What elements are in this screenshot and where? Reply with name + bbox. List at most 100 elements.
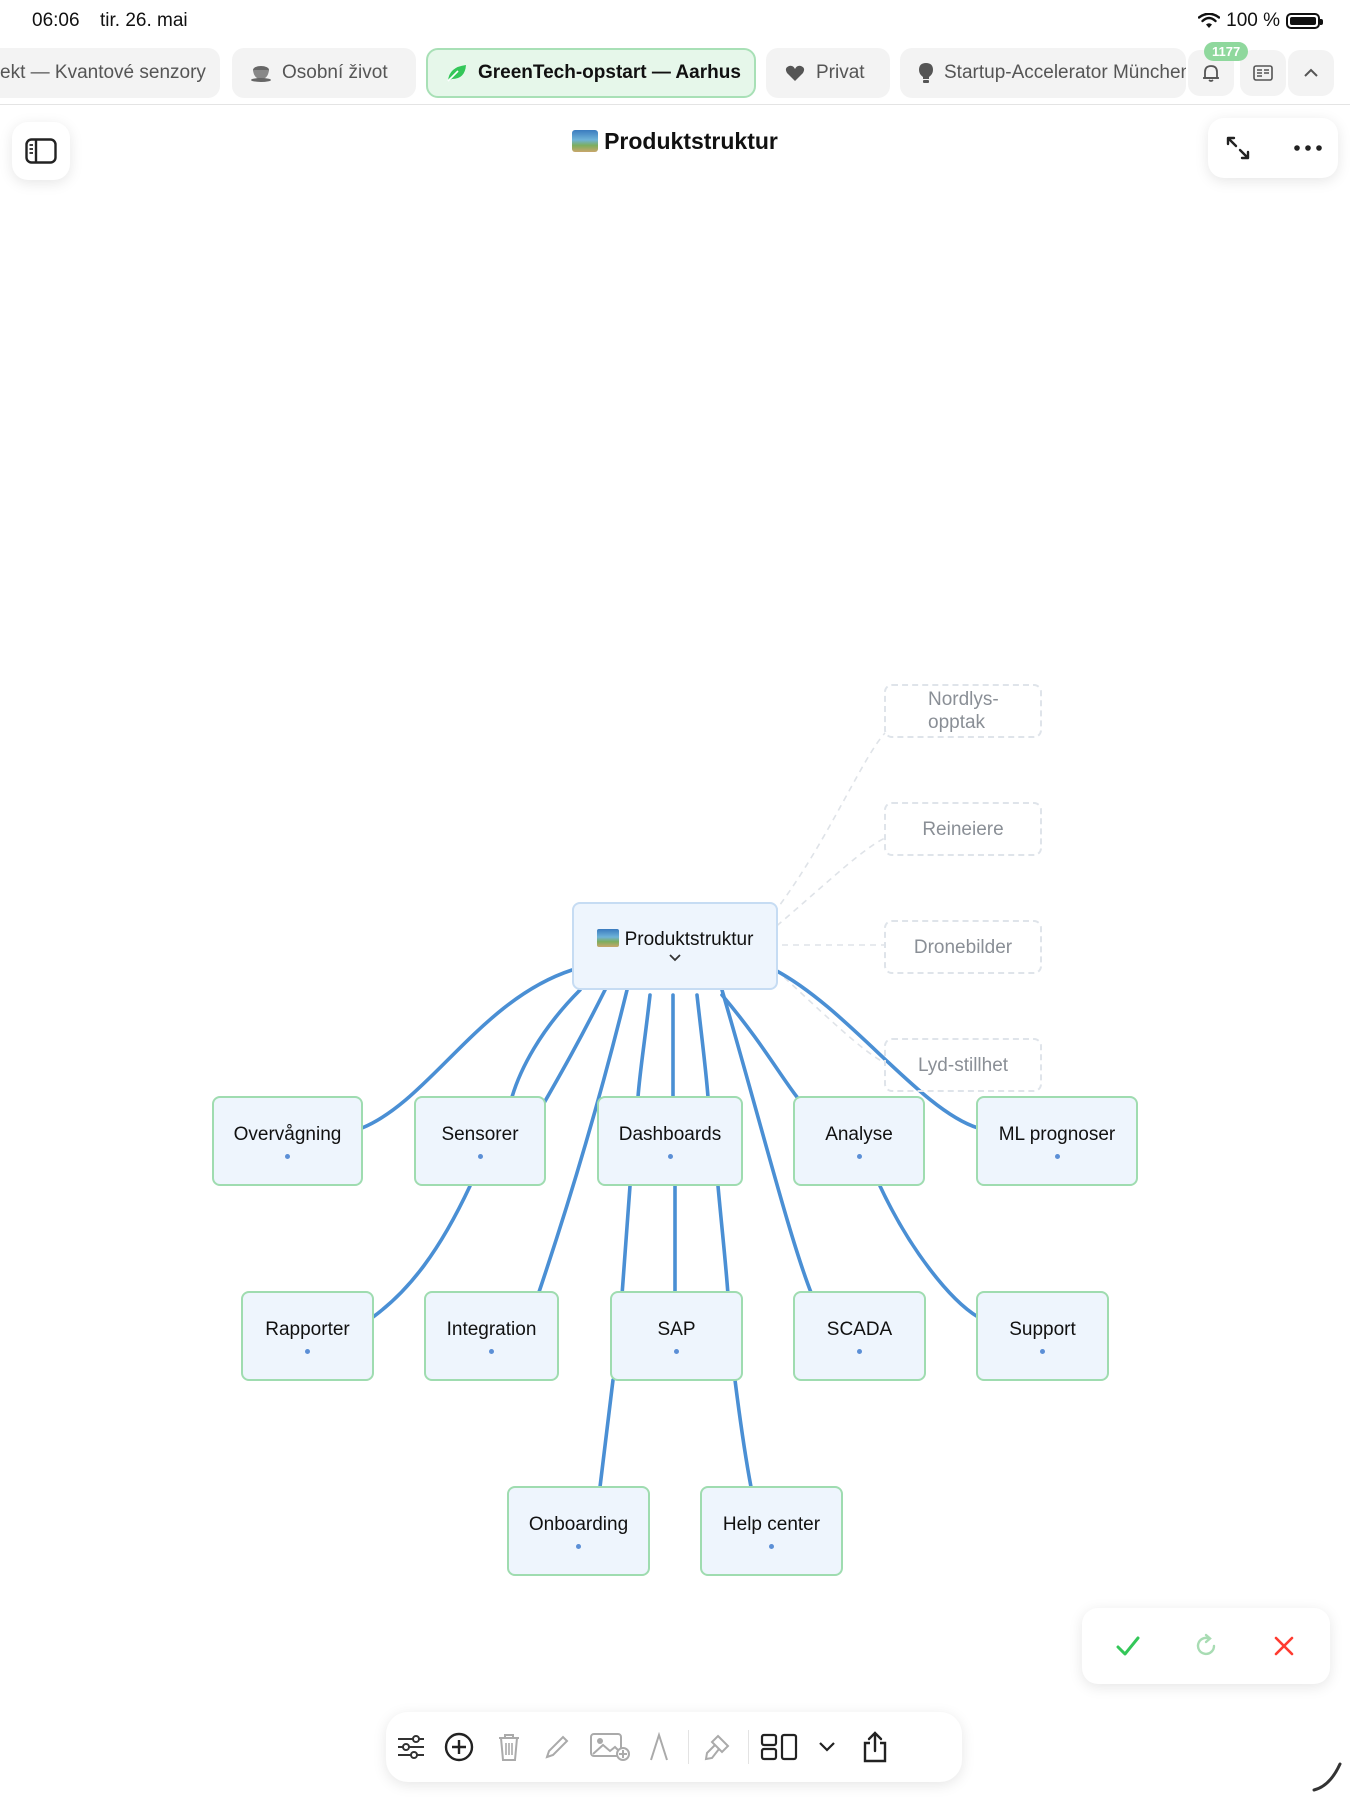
resize-handle-icon[interactable] bbox=[1310, 1760, 1344, 1794]
node-handle[interactable] bbox=[305, 1348, 310, 1354]
ghost-node-label: Lyd-stillhet bbox=[917, 1054, 1009, 1076]
lightbulb-icon bbox=[918, 62, 934, 84]
node-label: Onboarding bbox=[528, 1513, 629, 1535]
node-ml-prognoser[interactable]: ML prognoser bbox=[976, 1096, 1138, 1186]
node-overvagning[interactable]: Overvågning bbox=[212, 1096, 363, 1186]
refresh-icon bbox=[1196, 1633, 1216, 1656]
ghost-node-label: Nordlys- opptak bbox=[928, 689, 999, 733]
checkmark-icon bbox=[1116, 1636, 1140, 1656]
status-bar: 06:06 tir. 26. mai 100 % bbox=[0, 0, 1350, 42]
tab-osobni-zivot[interactable]: Osobní život bbox=[232, 48, 416, 98]
share-button[interactable] bbox=[858, 1730, 892, 1764]
suggestion-actions bbox=[1082, 1608, 1330, 1684]
reader-button[interactable] bbox=[1240, 50, 1286, 96]
map-emoji-icon bbox=[572, 130, 599, 152]
node-handle[interactable] bbox=[477, 1153, 483, 1159]
plus-circle-icon bbox=[444, 1732, 474, 1762]
ghost-node-reineiere[interactable]: Reineiere bbox=[884, 802, 1042, 856]
node-handle[interactable] bbox=[769, 1543, 774, 1549]
regenerate-button[interactable] bbox=[1190, 1630, 1222, 1662]
ghost-node-nordlys[interactable]: Nordlys- opptak bbox=[884, 684, 1042, 738]
tab-kvantove-senzory[interactable]: ekt — Kvantové senzory bbox=[0, 48, 220, 98]
ghost-node-lyd-stillhet[interactable]: Lyd-stillhet bbox=[884, 1038, 1042, 1092]
reader-icon bbox=[1253, 65, 1273, 81]
tab-label: ekt — Kvantové senzory bbox=[0, 62, 206, 83]
node-label: Help center bbox=[722, 1513, 821, 1535]
node-handle[interactable] bbox=[856, 1153, 862, 1159]
delete-button[interactable] bbox=[492, 1730, 526, 1764]
node-onboarding[interactable]: Onboarding bbox=[507, 1486, 650, 1576]
node-label: Sensorer bbox=[441, 1123, 519, 1145]
node-handle[interactable] bbox=[667, 1153, 673, 1159]
tab-privat[interactable]: Privat bbox=[766, 48, 890, 98]
tab-startup-accelerator[interactable]: Startup-Accelerator München bbox=[900, 48, 1186, 98]
status-time: 06:06 bbox=[32, 10, 80, 31]
node-rapporter[interactable]: Rapporter bbox=[241, 1291, 374, 1381]
collapse-tabs-button[interactable] bbox=[1288, 50, 1334, 96]
status-right: 100 % bbox=[1198, 10, 1323, 32]
tab-label: Startup-Accelerator München bbox=[944, 62, 1186, 83]
node-label: SCADA bbox=[826, 1318, 893, 1340]
battery-icon bbox=[1286, 13, 1323, 29]
node-handle[interactable] bbox=[1054, 1153, 1060, 1159]
more-icon bbox=[1294, 145, 1322, 151]
node-dashboards[interactable]: Dashboards bbox=[597, 1096, 743, 1186]
add-image-button[interactable] bbox=[588, 1730, 632, 1764]
node-handle[interactable] bbox=[1040, 1348, 1045, 1354]
node-label: Dashboards bbox=[618, 1123, 722, 1145]
accept-button[interactable] bbox=[1112, 1630, 1144, 1662]
tab-label: Osobní život bbox=[282, 62, 388, 83]
tab-label: Privat bbox=[816, 62, 865, 83]
chevron-up-icon bbox=[1304, 68, 1318, 77]
edit-button[interactable] bbox=[540, 1730, 574, 1764]
ghost-node-label: Dronebilder bbox=[913, 936, 1013, 958]
ghost-node-dronebilder[interactable]: Dronebilder bbox=[884, 920, 1042, 974]
trash-icon bbox=[499, 1734, 519, 1761]
node-help-center[interactable]: Help center bbox=[700, 1486, 843, 1576]
reject-button[interactable] bbox=[1268, 1630, 1300, 1662]
node-handle[interactable] bbox=[285, 1153, 290, 1159]
sidebar-icon bbox=[25, 138, 57, 164]
node-label: Support bbox=[1009, 1318, 1076, 1340]
node-scada[interactable]: SCADA bbox=[793, 1291, 926, 1381]
node-label: Integration bbox=[446, 1318, 537, 1340]
root-node[interactable]: Produktstruktur bbox=[572, 902, 778, 990]
format-painter-button[interactable] bbox=[700, 1730, 734, 1764]
expand-icon bbox=[1226, 136, 1250, 160]
more-button[interactable] bbox=[1292, 132, 1324, 164]
node-handle[interactable] bbox=[489, 1348, 494, 1354]
brush-icon bbox=[704, 1734, 730, 1761]
sidebar-toggle-button[interactable] bbox=[12, 122, 70, 180]
node-integration[interactable]: Integration bbox=[424, 1291, 559, 1381]
node-handle[interactable] bbox=[857, 1348, 862, 1354]
settings-button[interactable] bbox=[394, 1730, 428, 1764]
layout-button[interactable] bbox=[758, 1730, 802, 1764]
bottom-toolbar bbox=[386, 1712, 962, 1782]
toolbar-divider bbox=[688, 1730, 689, 1764]
bell-icon bbox=[1203, 65, 1219, 82]
notification-badge: 1177 bbox=[1204, 42, 1249, 61]
cup-icon bbox=[250, 62, 272, 84]
node-sensorer[interactable]: Sensorer bbox=[414, 1096, 546, 1186]
expand-button[interactable] bbox=[1222, 132, 1254, 164]
share-icon bbox=[863, 1731, 887, 1763]
heart-icon bbox=[784, 62, 806, 84]
pencil-icon bbox=[545, 1735, 569, 1759]
tab-greentech-opstart[interactable]: GreenTech-opstart — Aarhus bbox=[426, 48, 756, 98]
text-style-button[interactable] bbox=[642, 1730, 676, 1764]
node-support[interactable]: Support bbox=[976, 1291, 1109, 1381]
node-handle[interactable] bbox=[576, 1543, 581, 1549]
leaf-icon bbox=[446, 62, 468, 84]
layout-icon bbox=[760, 1733, 798, 1761]
add-node-button[interactable] bbox=[442, 1730, 476, 1764]
node-analyse[interactable]: Analyse bbox=[793, 1096, 925, 1186]
battery-percent: 100 % bbox=[1226, 10, 1280, 31]
chevron-down-icon[interactable] bbox=[668, 953, 682, 963]
tab-label: GreenTech-opstart — Aarhus bbox=[478, 62, 741, 83]
image-plus-icon bbox=[590, 1733, 630, 1761]
node-label: Analyse bbox=[825, 1123, 893, 1145]
layout-dropdown-button[interactable] bbox=[810, 1730, 844, 1764]
node-handle[interactable] bbox=[674, 1348, 679, 1354]
node-sap[interactable]: SAP bbox=[610, 1291, 743, 1381]
